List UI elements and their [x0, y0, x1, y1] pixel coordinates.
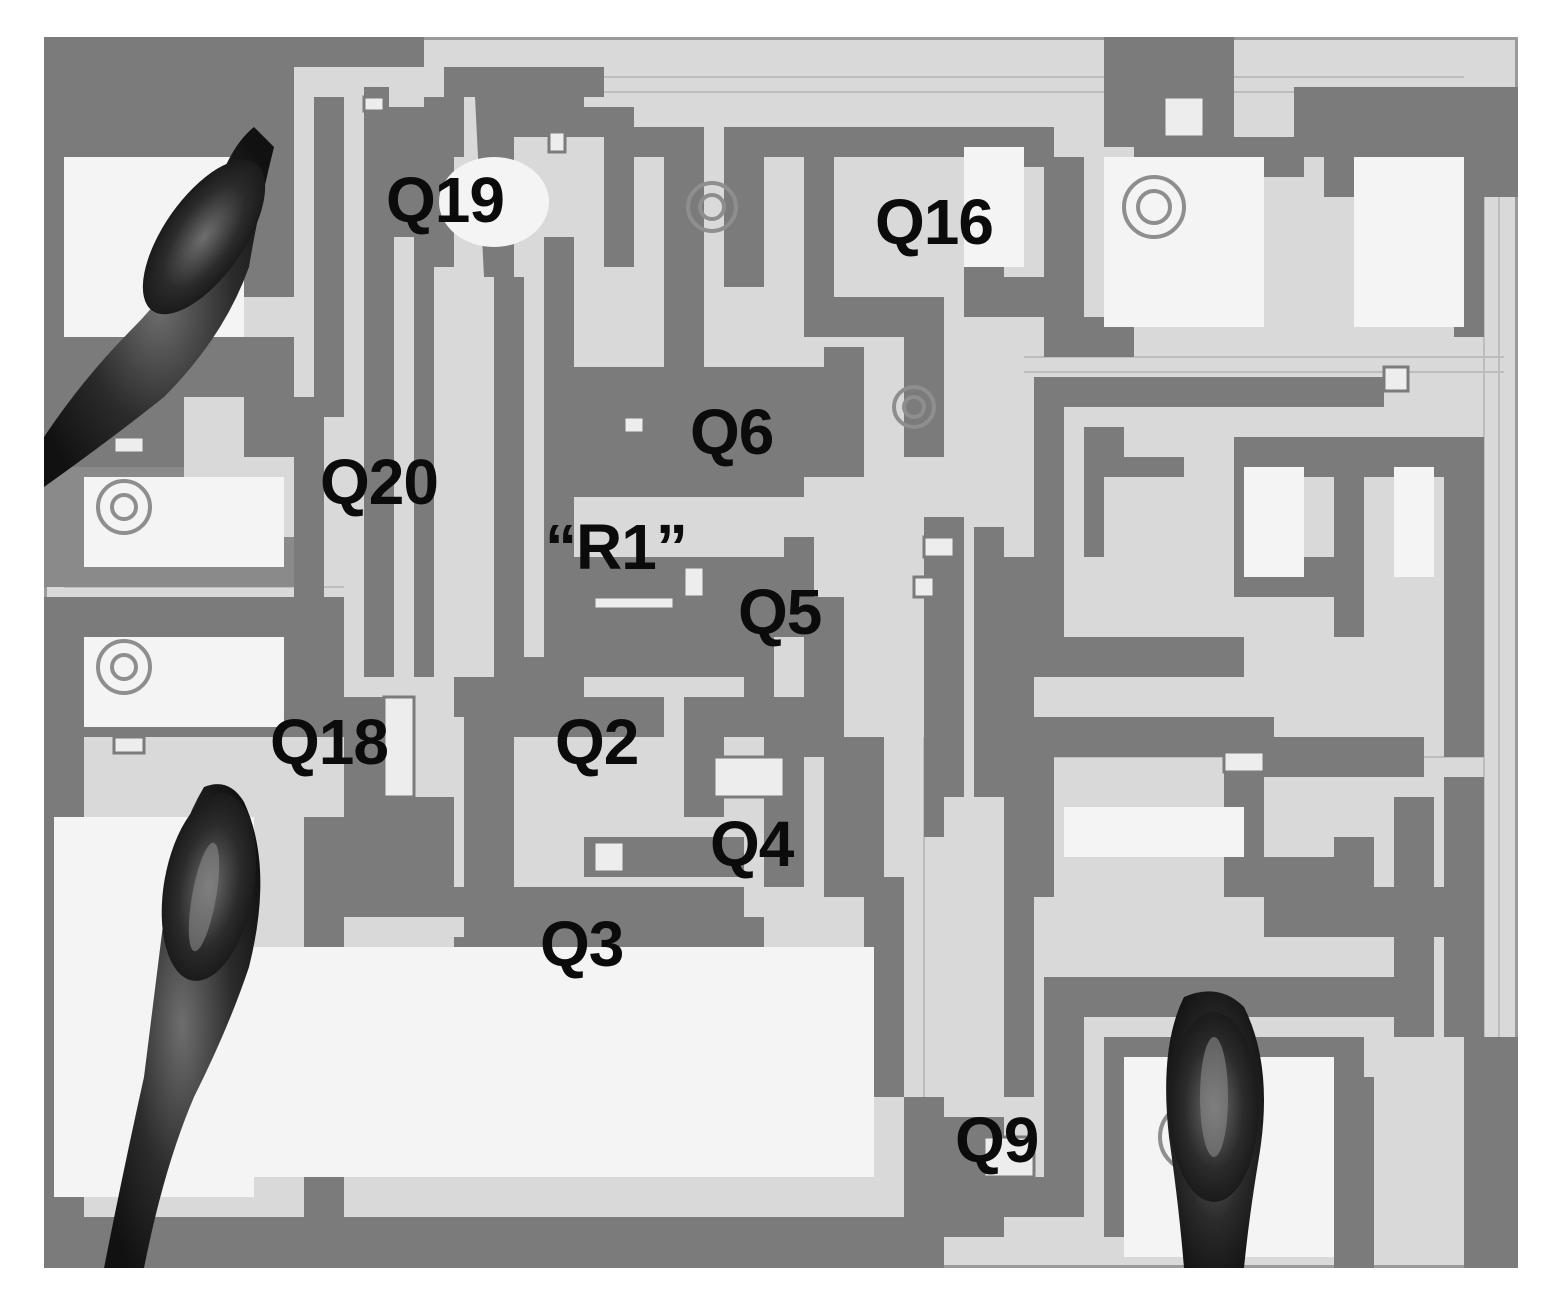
die-photo — [44, 37, 1518, 1268]
label-q6: Q6 — [690, 396, 774, 468]
label-q3: Q3 — [540, 908, 624, 980]
label-q18: Q18 — [270, 706, 389, 778]
label-q9: Q9 — [955, 1104, 1039, 1176]
label-q2: Q2 — [555, 706, 639, 778]
label-q20: Q20 — [320, 446, 439, 518]
label-q16: Q16 — [875, 186, 994, 258]
label-r1: “R1” — [545, 511, 688, 583]
label-q4: Q4 — [710, 808, 794, 880]
oxide-windows — [54, 147, 1464, 1257]
label-q5: Q5 — [738, 576, 822, 648]
bond-wires — [44, 127, 1264, 1268]
die-artwork — [44, 37, 1518, 1268]
small-contacts — [112, 95, 1410, 1179]
label-q19: Q19 — [386, 164, 505, 236]
